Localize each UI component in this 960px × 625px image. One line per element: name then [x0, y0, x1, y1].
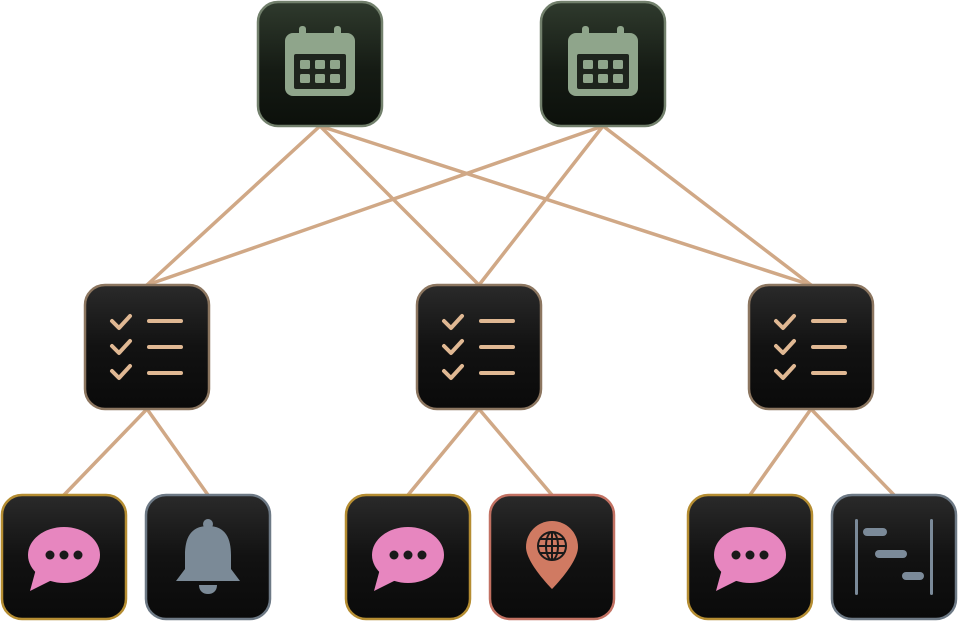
connector-list2-pin1 [477, 407, 554, 497]
chat-node-1[interactable] [0, 493, 128, 621]
checklist-icon [442, 314, 515, 380]
calendar-icon [568, 26, 638, 96]
connector-cal2-list1 [145, 124, 605, 287]
checklist-node-1[interactable] [83, 283, 211, 411]
connector-list1-bell1 [145, 407, 210, 497]
connector-list2-chat2 [406, 407, 481, 497]
connector-list3-gantt1 [809, 407, 896, 497]
connector-cal1-list2 [318, 124, 481, 287]
gantt-node[interactable] [830, 493, 958, 621]
chat-bubble-icon [28, 527, 100, 591]
connector-lines [62, 124, 896, 497]
connector-cal2-list3 [601, 124, 813, 287]
calendar-node-2[interactable] [539, 0, 667, 128]
calendar-icon [285, 26, 355, 96]
bell-icon [176, 519, 240, 594]
checklist-icon [110, 314, 183, 380]
connector-cal2-list2 [477, 124, 605, 287]
chat-bubble-icon [714, 527, 786, 591]
checklist-icon [774, 314, 847, 380]
chat-node-3[interactable] [686, 493, 814, 621]
checklist-node-2[interactable] [415, 283, 543, 411]
gantt-chart-icon [855, 519, 933, 595]
bell-node[interactable] [144, 493, 272, 621]
connector-cal1-list1 [145, 124, 322, 287]
connector-list3-chat3 [748, 407, 813, 497]
connector-list1-chat1 [62, 407, 149, 497]
connector-cal1-list3 [318, 124, 813, 287]
calendar-node-1[interactable] [256, 0, 384, 128]
chat-node-2[interactable] [344, 493, 472, 621]
chat-bubble-icon [372, 527, 444, 591]
location-node[interactable] [488, 493, 616, 621]
checklist-node-3[interactable] [747, 283, 875, 411]
globe-location-pin-icon [526, 521, 578, 589]
